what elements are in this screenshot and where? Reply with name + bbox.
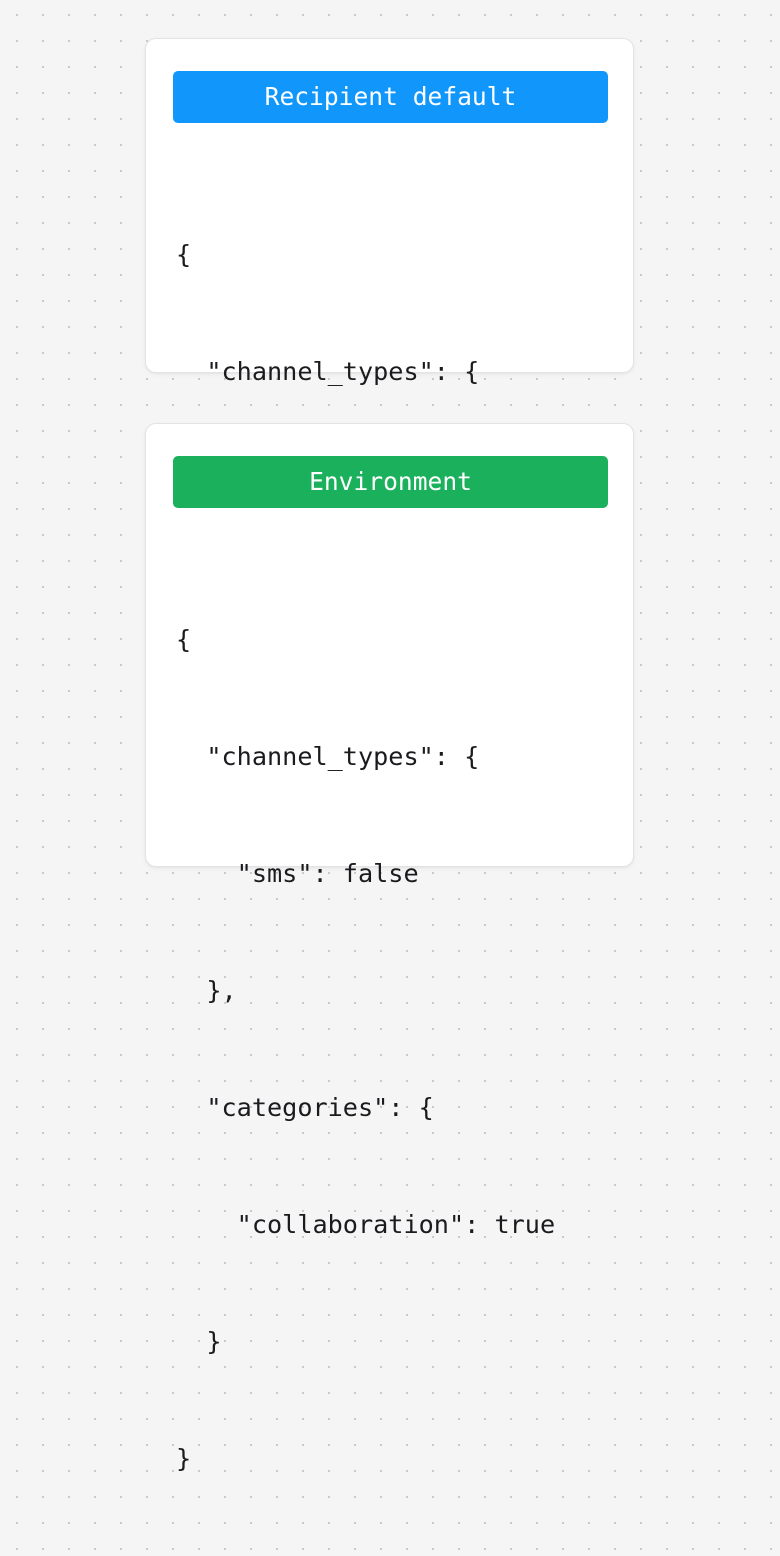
json-line: } [176, 1327, 222, 1356]
card-title-recipient-default: Recipient default [264, 81, 517, 111]
json-line: "channel_types": { [176, 357, 480, 386]
json-body-environment: { "channel_types": { "sms": false }, "ca… [176, 542, 615, 1556]
json-line: { [176, 240, 192, 269]
json-line: } [176, 1444, 192, 1473]
card-title-environment: Environment [309, 466, 472, 496]
json-line: "categories": { [176, 1093, 434, 1122]
json-line: "sms": false [176, 859, 419, 888]
json-line: "collaboration": true [176, 1210, 556, 1239]
card-recipient-default: Recipient default { "channel_types": { "… [145, 38, 634, 737]
card-header-environment: Environment [173, 456, 608, 508]
preference-cards-canvas: Recipient default { "channel_types": { "… [145, 38, 634, 1473]
json-line: }, [176, 976, 237, 1005]
json-line: "channel_types": { [176, 742, 480, 771]
json-line: { [176, 625, 192, 654]
card-header-recipient-default: Recipient default [173, 71, 608, 123]
card-environment: Environment { "channel_types": { "sms": … [145, 423, 634, 1473]
